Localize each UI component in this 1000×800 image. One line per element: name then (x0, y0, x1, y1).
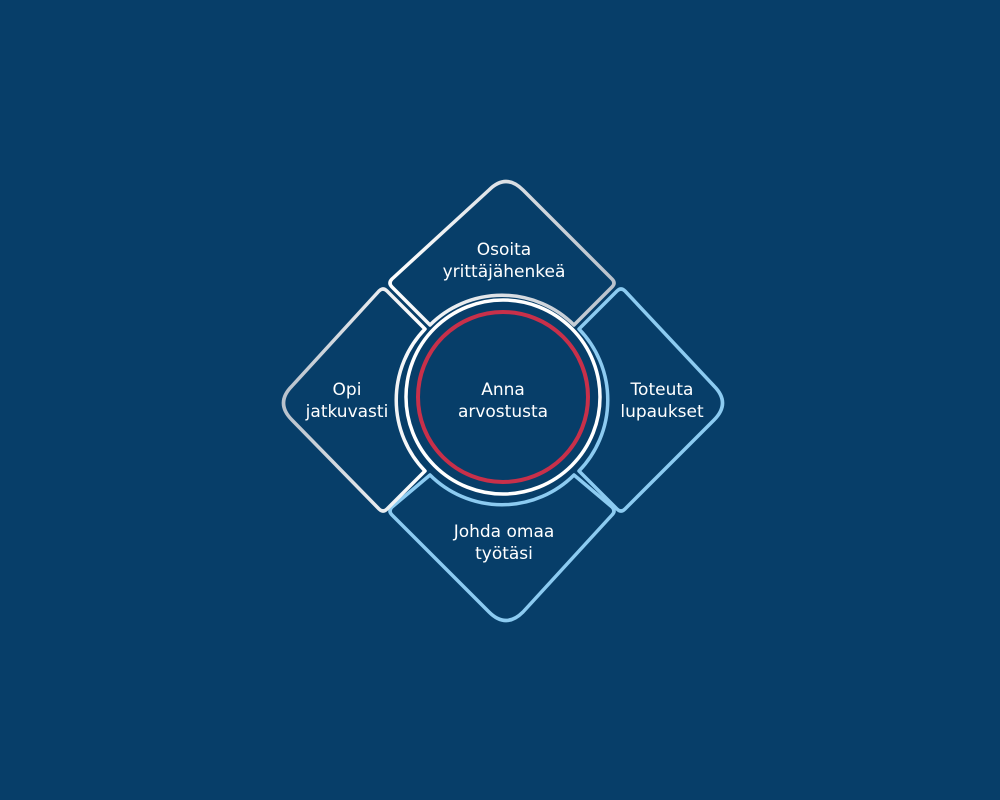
top-label-line1: Osoita (477, 240, 531, 260)
segment-top (388, 179, 616, 327)
right-label-line2: lupaukset (620, 402, 704, 422)
left-label-line1: Opi (333, 380, 362, 400)
top-label-line2: yrittäjähenkeä (443, 262, 566, 282)
center-outer-ring (404, 298, 602, 496)
right-label-line1: Toteuta (630, 380, 694, 400)
segment-left (281, 287, 427, 513)
center-label-line2: arvostusta (458, 402, 548, 422)
bottom-label-line1: Johda omaa (453, 522, 555, 542)
center-inner-ring (416, 310, 590, 484)
left-label-line2: jatkuvasti (305, 402, 389, 422)
bottom-label-line2: työtäsi (475, 544, 533, 564)
segment-right (577, 287, 725, 513)
center-label-line1: Anna (481, 380, 525, 400)
segment-bottom (388, 473, 616, 623)
